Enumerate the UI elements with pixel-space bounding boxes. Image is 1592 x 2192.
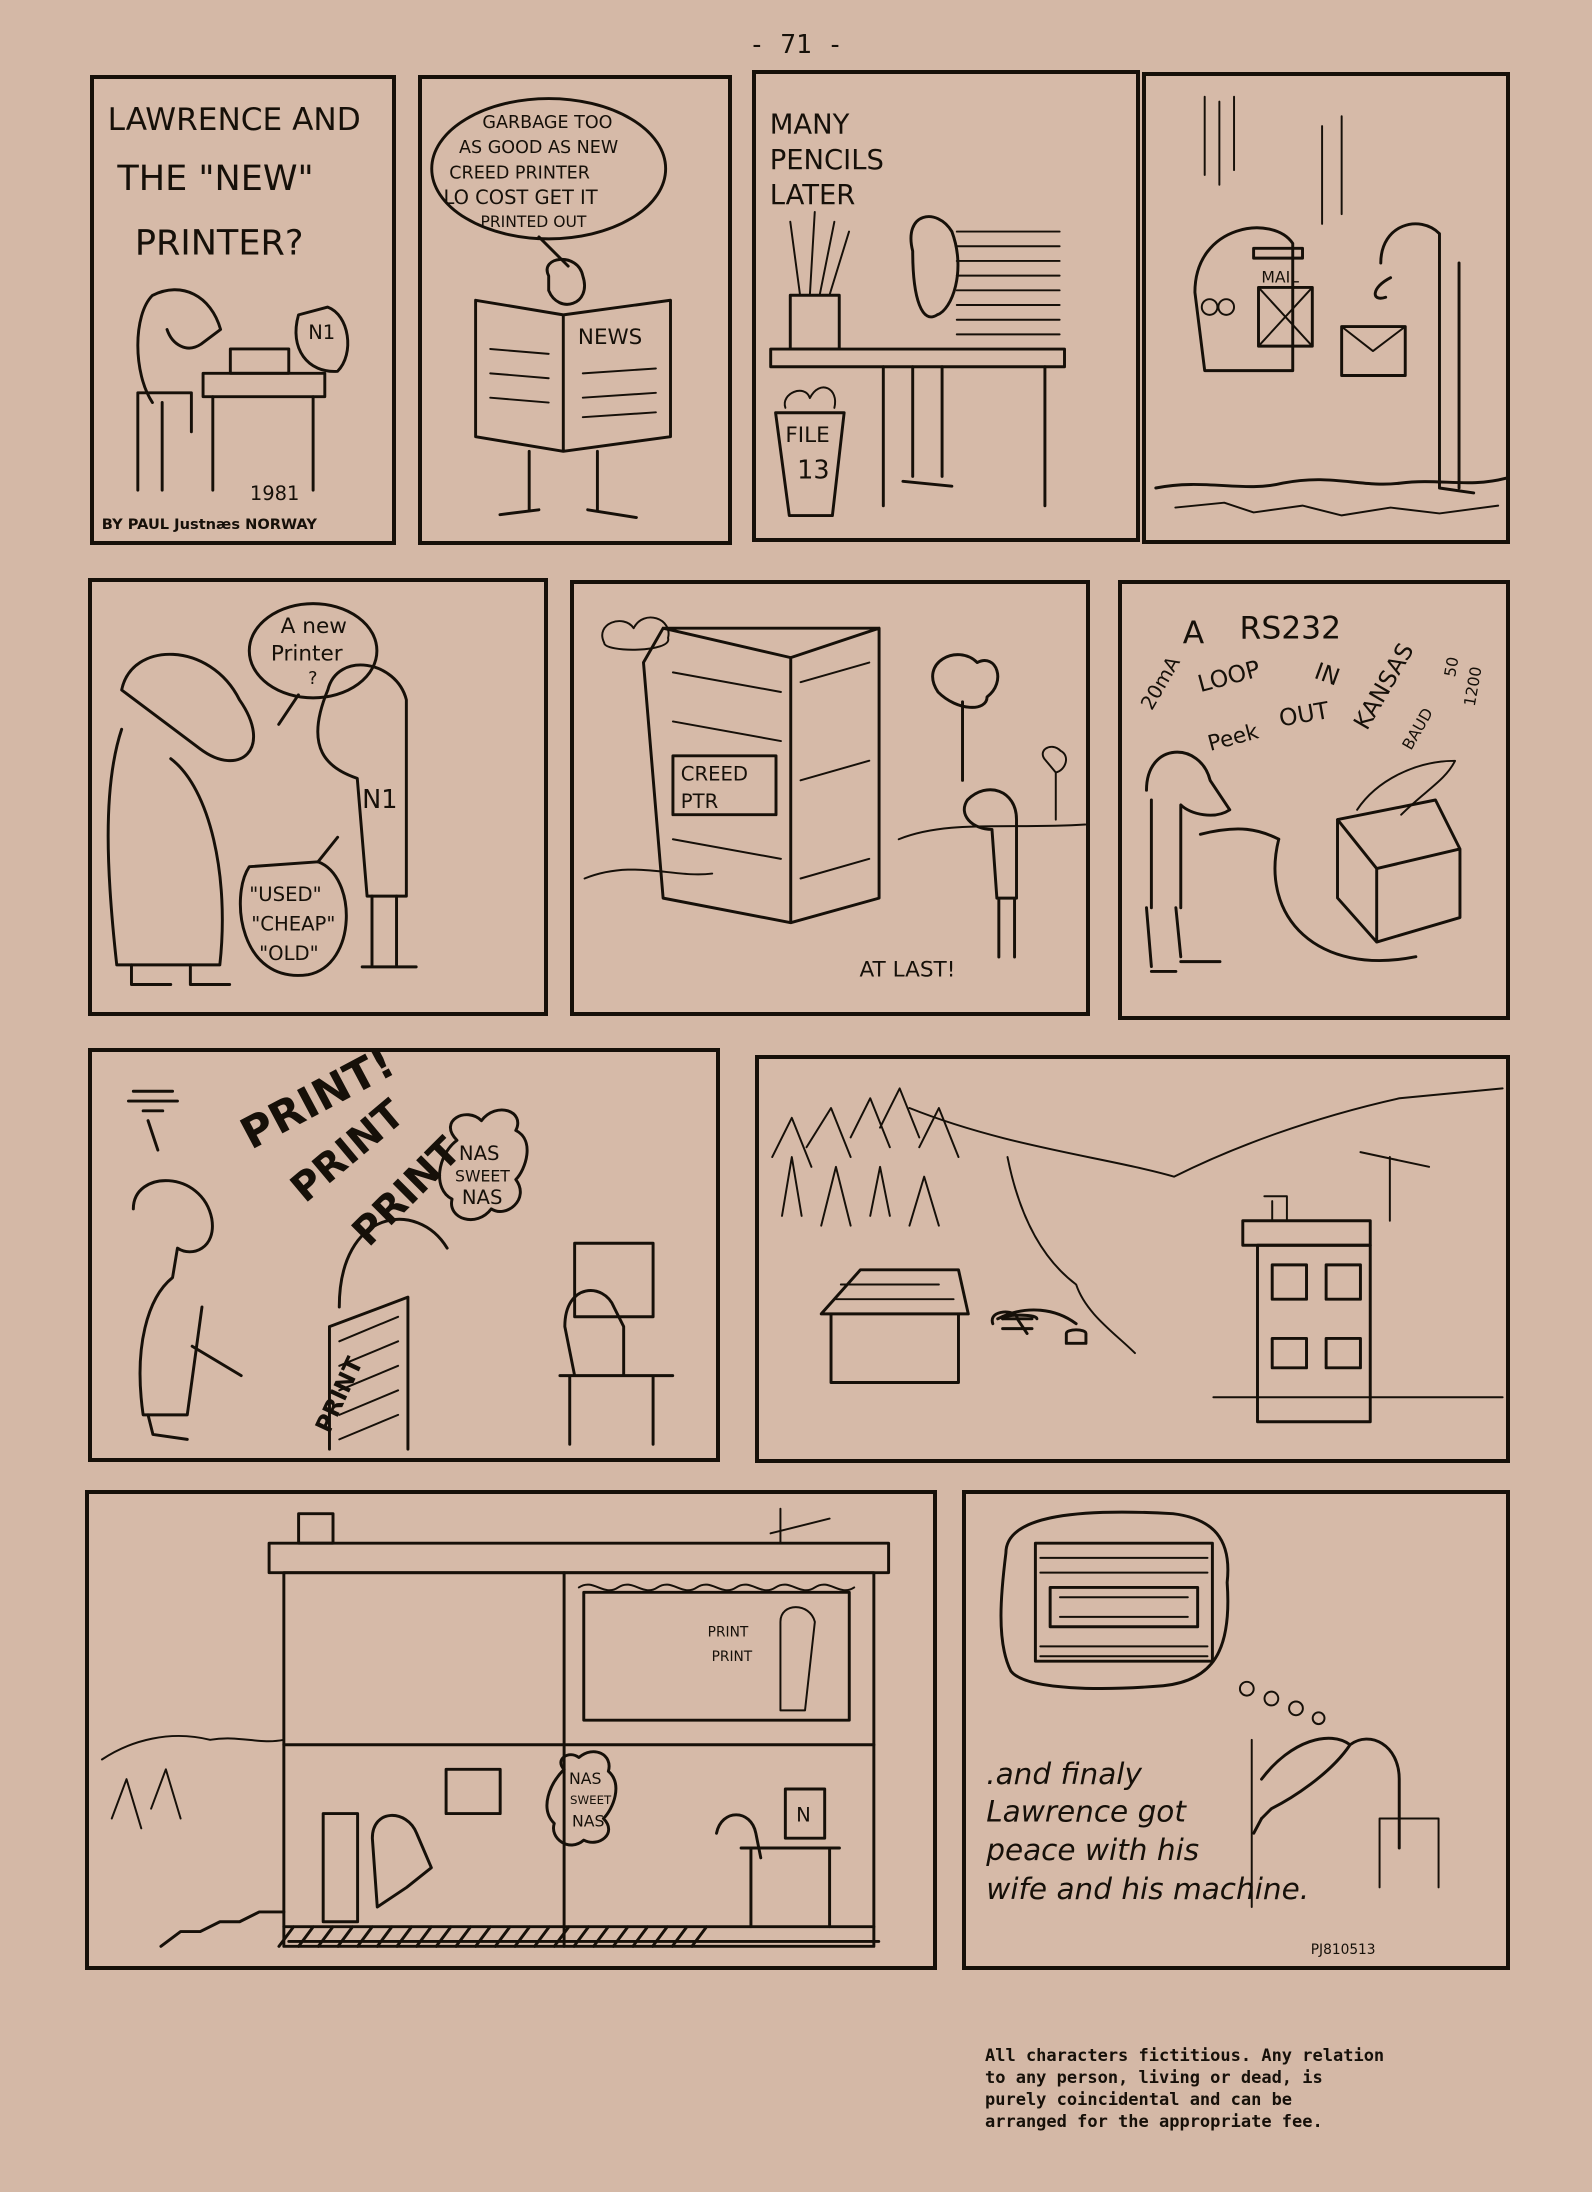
panel-10-sign-line-1: NAS xyxy=(569,1769,602,1788)
panel-10-sign-line-3: NAS xyxy=(572,1811,605,1830)
panel-7-word-kansas: KANSAS xyxy=(1348,638,1420,734)
panel-8-sign-line-1: NAS xyxy=(459,1142,500,1165)
comic-panel-8: PRINT! PRINT PRINT PRINT NAS SWEET NAS xyxy=(88,1048,720,1462)
panel-6-caption: AT LAST! xyxy=(859,958,955,983)
panel-3-caption-line-1: MANY xyxy=(770,110,850,141)
comic-panel-5: A new Printer ? N1 "USED" "CHEAP" "OLD" xyxy=(88,578,548,1016)
panel-10-monitor-sign: N xyxy=(796,1803,811,1826)
disclaimer: All characters fictitious. Any relation … xyxy=(985,2045,1505,2133)
panel-7-word-in: IN xyxy=(1311,657,1344,692)
comic-panel-2: GARBAGE TOO AS GOOD AS NEW CREED PRINTER… xyxy=(418,75,732,545)
panel-1-credit: BY PAUL Justnæs NORWAY xyxy=(102,516,318,533)
panel-1-title-line-1: LAWRENCE AND xyxy=(108,102,361,138)
panel-4-drawing: MAIL xyxy=(1154,95,1506,517)
panel-10-print-line-1: PRINT xyxy=(708,1625,749,1641)
panel-11-caption-line-3: peace with his xyxy=(985,1833,1199,1867)
panel-7-word-rs232: RS232 xyxy=(1240,610,1341,646)
panel-7-word-peek: Peek xyxy=(1205,719,1261,757)
comic-panel-4: MAIL xyxy=(1142,72,1510,544)
panel-8-sign-line-3: NAS xyxy=(462,1186,503,1209)
panel-7-word-out: OUT xyxy=(1277,696,1332,732)
panel-10-drawing: PRINT PRINT NAS SWEET NAS N xyxy=(100,1507,891,1948)
panel-5-bubble-top-line-2: Printer xyxy=(271,642,343,667)
panel-9-drawing xyxy=(771,1087,1504,1424)
panel-7-word-50: 50 xyxy=(1440,655,1462,678)
panel-5-drawing: A new Printer ? N1 "USED" "CHEAP" "OLD" xyxy=(106,602,418,986)
panel-2-bubble-line-4: LO COST GET IT xyxy=(443,186,597,209)
panel-3-bin-number: 13 xyxy=(797,455,829,485)
disclaimer-line-1: All characters fictitious. Any relation xyxy=(985,2046,1385,2066)
panel-3-caption-line-2: PENCILS xyxy=(770,145,884,176)
panel-7-word-1200: 1200 xyxy=(1460,665,1486,708)
panel-10-print-line-2: PRINT xyxy=(712,1649,753,1665)
panel-7-word-baud: BAUD xyxy=(1398,705,1437,753)
panel-7-word-20ma: 20mA xyxy=(1136,652,1185,714)
panel-8-drawing: PRINT! PRINT PRINT PRINT NAS SWEET NAS xyxy=(126,1052,675,1451)
panel-5-bubble-top-line-1: A new xyxy=(281,614,347,639)
panel-6-crate-label-line-1: CREED xyxy=(681,762,748,785)
disclaimer-line-4: arranged for the appropriate fee. xyxy=(985,2112,1323,2132)
panel-7-word-loop: LOOP xyxy=(1195,655,1264,698)
panel-3-caption-line-3: LATER xyxy=(770,180,856,211)
panel-6-drawing: CREED PTR AT LAST! xyxy=(583,616,1086,983)
comic-panel-3: MANY PENCILS LATER FILE 13 xyxy=(752,70,1140,542)
panel-11-caption-line-1: .and finaly xyxy=(986,1757,1142,1791)
comic-panel-6: CREED PTR AT LAST! xyxy=(570,580,1090,1016)
panel-5-shirt-label: N1 xyxy=(362,785,397,815)
panel-11-signature: PJ810513 xyxy=(1311,1942,1376,1958)
comic-panel-10: PRINT PRINT NAS SWEET NAS N xyxy=(85,1490,937,1970)
panel-2-bubble-line-5: PRINTED OUT xyxy=(480,213,586,231)
panel-5-bubble-bottom-line-2: "CHEAP" xyxy=(251,913,335,936)
panel-11-drawing: .and finaly Lawrence got peace with his … xyxy=(985,1510,1440,1958)
disclaimer-line-2: to any person, living or dead, is xyxy=(985,2068,1323,2088)
panel-11-caption-line-2: Lawrence got xyxy=(986,1794,1187,1828)
panel-3-bin-label: FILE xyxy=(785,423,829,448)
panel-7-drawing: RS232 A 20mA LOOP IN OUT Peek KANSAS BAU… xyxy=(1136,610,1486,973)
panel-2-bubble-line-2: AS GOOD AS NEW xyxy=(459,138,618,158)
panel-1-drawing: LAWRENCE AND THE "NEW" PRINTER? N1 1981 … xyxy=(102,102,361,533)
panel-6-crate-label-line-2: PTR xyxy=(681,790,719,813)
panel-5-bubble-bottom-line-1: "USED" xyxy=(249,883,321,906)
panel-2-bubble-line-3: CREED PRINTER xyxy=(449,163,590,183)
panel-5-bubble-top-line-3: ? xyxy=(308,669,317,689)
panel-3-drawing: MANY PENCILS LATER FILE 13 xyxy=(769,110,1066,518)
page-number: - 71 - xyxy=(749,30,843,60)
panel-2-bubble-line-1: GARBAGE TOO xyxy=(482,113,612,133)
panel-1-year: 1981 xyxy=(250,482,300,505)
disclaimer-line-3: purely coincidental and can be xyxy=(985,2090,1293,2110)
panel-10-sign-line-2: SWEET xyxy=(570,1793,612,1807)
comic-panel-9 xyxy=(755,1055,1510,1463)
panel-7-word-a: A xyxy=(1183,615,1205,651)
panel-4-mailbox-label: MAIL xyxy=(1261,268,1299,287)
comic-panel-7: RS232 A 20mA LOOP IN OUT Peek KANSAS BAU… xyxy=(1118,580,1510,1020)
comic-panel-11: .and finaly Lawrence got peace with his … xyxy=(962,1490,1510,1970)
panel-5-bubble-bottom-line-3: "OLD" xyxy=(259,942,319,965)
comic-panel-1: LAWRENCE AND THE "NEW" PRINTER? N1 1981 … xyxy=(90,75,396,545)
panel-11-caption-line-4: wife and his machine. xyxy=(986,1872,1309,1906)
panel-1-title-line-3: PRINTER? xyxy=(135,222,304,263)
panel-8-sign-line-2: SWEET xyxy=(455,1166,510,1185)
panel-2-drawing: GARBAGE TOO AS GOOD AS NEW CREED PRINTER… xyxy=(430,97,672,520)
panel-2-newspaper-title: NEWS xyxy=(578,325,642,350)
panel-1-title-line-2: THE "NEW" xyxy=(116,158,313,199)
panel-1-sign: N1 xyxy=(308,321,335,344)
